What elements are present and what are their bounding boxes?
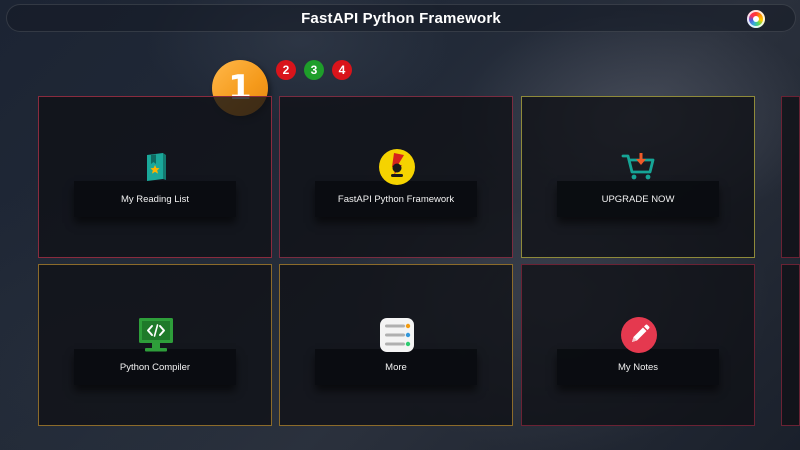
tile-label: Python Compiler (119, 361, 191, 373)
tile-fastapi[interactable]: FastAPI Python Framework (279, 96, 513, 258)
tile-label: FastAPI Python Framework (337, 193, 455, 205)
tile-label: UPGRADE NOW (601, 193, 675, 205)
pencil-notes-icon (619, 315, 659, 355)
tile-label-bar: UPGRADE NOW (557, 181, 719, 217)
tile-more[interactable]: More (279, 264, 513, 426)
tile-python-compiler[interactable]: Python Compiler (38, 264, 272, 426)
tile-upgrade-now[interactable]: UPGRADE NOW (521, 96, 755, 258)
page-4-button[interactable]: 4 (332, 60, 352, 80)
page-2-button[interactable]: 2 (276, 60, 296, 80)
tile-label-bar: My Notes (557, 349, 719, 385)
tile-offscreen-bottom[interactable] (781, 264, 800, 426)
tile-label: My Reading List (120, 193, 190, 205)
tile-label-bar: My Reading List (74, 181, 236, 217)
list-menu-icon (377, 315, 417, 355)
tile-reading-list[interactable]: My Reading List (38, 96, 272, 258)
app-title: FastAPI Python Framework (301, 9, 501, 27)
page-3-button[interactable]: 3 (304, 60, 324, 80)
tile-label-bar: Python Compiler (74, 349, 236, 385)
tile-offscreen-top[interactable] (781, 96, 800, 258)
tile-my-notes[interactable]: My Notes (521, 264, 755, 426)
reading-list-book-icon (136, 147, 176, 187)
shopping-cart-download-icon (619, 147, 659, 187)
tile-label: More (385, 361, 407, 373)
tile-label: My Notes (617, 361, 659, 373)
title-bar: FastAPI Python Framework (6, 4, 796, 32)
fastapi-lightning-icon (377, 147, 417, 187)
color-wheel-icon[interactable] (747, 10, 765, 28)
tile-label-bar: FastAPI Python Framework (315, 181, 477, 217)
monitor-code-icon (136, 315, 176, 355)
tile-label-bar: More (315, 349, 477, 385)
